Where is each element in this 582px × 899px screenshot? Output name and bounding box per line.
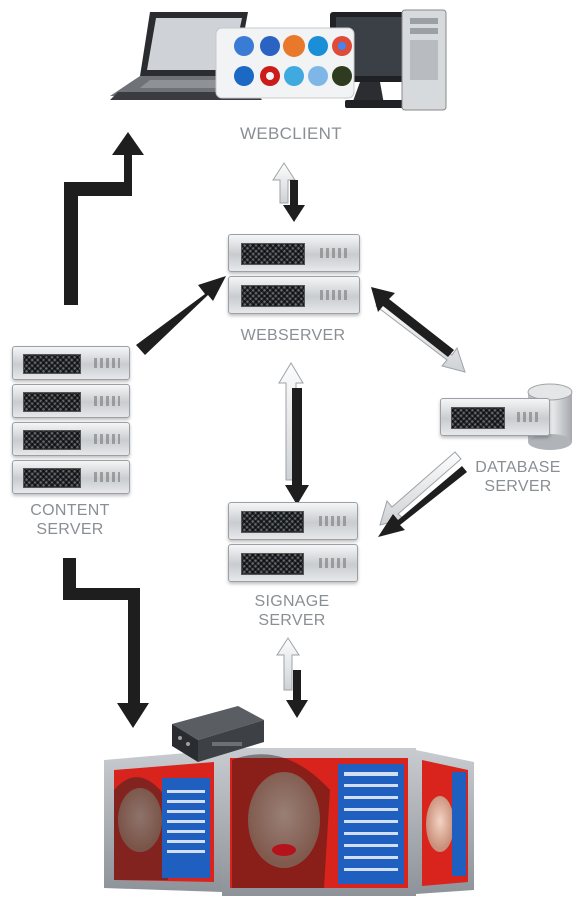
server-unit <box>228 276 360 314</box>
server-unit <box>440 398 550 436</box>
server-unit <box>228 234 360 272</box>
arrow-webserver-signage <box>278 362 309 505</box>
webclient-label: WEBCLIENT <box>240 124 342 143</box>
server-unit <box>12 422 130 456</box>
content-server-label: CONTENT SERVER <box>30 502 110 538</box>
server-unit <box>228 544 358 582</box>
server-unit <box>12 460 130 494</box>
server-unit <box>12 346 130 380</box>
signage-server-label: SIGNAGE SERVER <box>254 593 330 629</box>
arrow-content-to-webserver <box>136 276 226 355</box>
arrow-webserver-database <box>371 287 466 373</box>
webserver-label: WEBSERVER <box>240 327 346 344</box>
arrow-content-to-webclient <box>64 132 144 305</box>
server-unit <box>12 384 130 418</box>
arrow-content-to-signage <box>63 558 149 728</box>
arrow-signage-displays <box>276 637 308 718</box>
arrow-webclient-webserver <box>272 162 305 222</box>
database-server-label: DATABASE SERVER <box>475 459 561 495</box>
arrow-database-signage <box>378 451 467 537</box>
server-unit <box>228 502 358 540</box>
